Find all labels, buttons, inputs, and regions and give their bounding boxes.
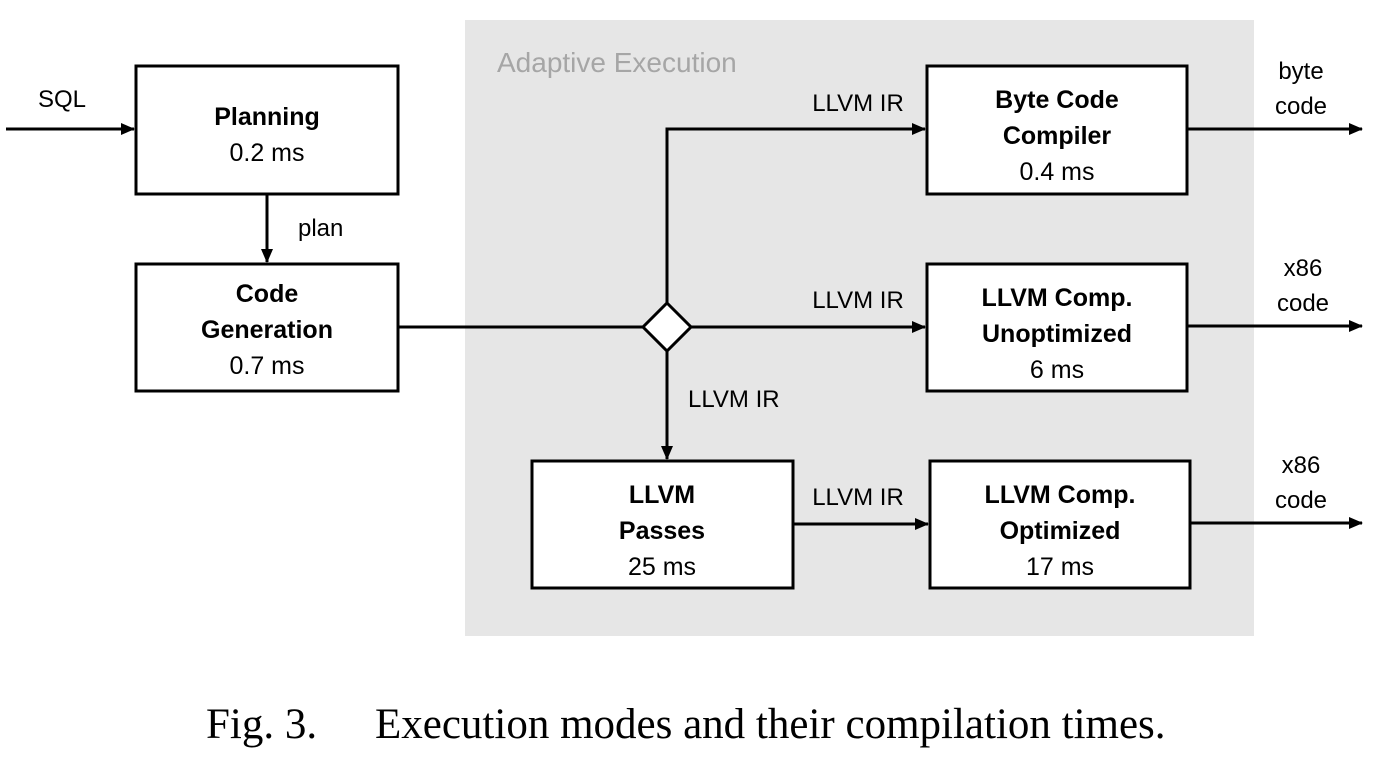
bytecode-output-label-line2: code [1275,93,1327,120]
plan-label: plan [298,215,343,242]
unopt-output-label-line2: code [1277,290,1329,317]
llvm-ir-label-passes: LLVM IR [688,386,780,413]
sql-label: SQL [38,86,86,113]
llvm-passes-box: LLVM Passes 25 ms [530,459,795,590]
llvm-comp-optimized-title-line1: LLVM Comp. [985,481,1136,509]
figure-caption-label: Fig. 3. [206,701,317,748]
llvm-passes-title-line2: Passes [619,517,705,545]
llvm-comp-optimized-box: LLVM Comp. Optimized 17 ms [928,459,1192,590]
figure-caption-text: Execution modes and their compilation ti… [375,701,1166,748]
opt-output-label-line2: code [1275,487,1327,514]
byte-code-compiler-time: 0.4 ms [1019,158,1094,186]
planning-box: Planning 0.2 ms [134,64,400,196]
llvm-comp-unoptimized-title-line1: LLVM Comp. [982,284,1133,312]
llvm-passes-title-line1: LLVM [629,481,695,509]
dispatch-diamond [640,300,694,354]
llvm-ir-label-unoptimized: LLVM IR [812,287,904,314]
byte-code-compiler-box: Byte Code Compiler 0.4 ms [925,64,1189,196]
llvm-ir-label-bytecode: LLVM IR [812,90,904,117]
unopt-output-label-line1: x86 [1284,255,1323,282]
code-generation-box: Code Generation 0.7 ms [134,262,400,393]
opt-output-label-line1: x86 [1282,452,1321,479]
planning-title: Planning [214,103,320,131]
planning-time: 0.2 ms [229,139,304,167]
code-generation-title-line1: Code [236,280,299,308]
llvm-comp-unoptimized-title-line2: Unoptimized [982,320,1132,348]
llvm-comp-optimized-title-line2: Optimized [1000,517,1121,545]
adaptive-execution-label: Adaptive Execution [497,47,737,78]
llvm-passes-time: 25 ms [628,553,696,581]
code-generation-time: 0.7 ms [229,352,304,380]
code-generation-title-line2: Generation [201,316,333,344]
byte-code-compiler-title-line2: Compiler [1003,122,1112,150]
llvm-comp-optimized-time: 17 ms [1026,553,1094,581]
bytecode-output-label-line1: byte [1278,58,1323,85]
dispatch-to-bytecode-arrow [665,123,926,303]
llvm-comp-unoptimized-box: LLVM Comp. Unoptimized 6 ms [925,262,1189,393]
byte-code-compiler-title-line1: Byte Code [995,86,1119,114]
llvm-comp-unoptimized-time: 6 ms [1030,356,1084,384]
llvm-ir-label-optimized: LLVM IR [812,484,904,511]
